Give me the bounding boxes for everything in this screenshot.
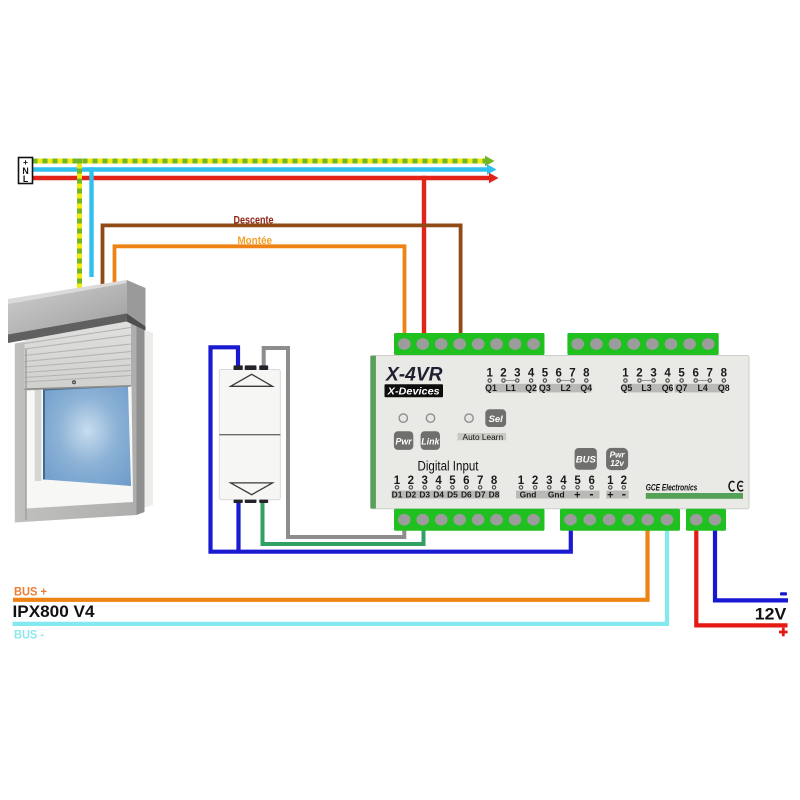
svg-text:D4: D4 — [433, 489, 444, 499]
svg-text:BUS +: BUS + — [14, 586, 47, 598]
svg-text:1: 1 — [607, 475, 614, 487]
svg-text:D5: D5 — [447, 489, 458, 499]
svg-text:2: 2 — [636, 368, 642, 380]
svg-text:4: 4 — [435, 475, 442, 487]
svg-text:2: 2 — [408, 475, 414, 487]
svg-text:Pwr: Pwr — [396, 437, 413, 447]
svg-text:4: 4 — [528, 368, 535, 380]
svg-text:L2: L2 — [560, 383, 570, 393]
svg-text:1: 1 — [394, 475, 401, 487]
svg-text:8: 8 — [491, 475, 498, 487]
svg-text:Q5: Q5 — [621, 383, 633, 393]
svg-text:Q7: Q7 — [676, 383, 688, 393]
svg-text:+: + — [607, 489, 613, 501]
svg-text:Gnd: Gnd — [520, 489, 537, 499]
svg-text:6: 6 — [588, 475, 594, 487]
svg-text:5: 5 — [678, 368, 685, 380]
svg-text:Gnd: Gnd — [548, 489, 565, 499]
svg-text:12V: 12V — [755, 606, 787, 624]
svg-text:7: 7 — [569, 368, 575, 380]
svg-text:BUS -: BUS - — [14, 629, 44, 641]
svg-text:5: 5 — [574, 475, 581, 487]
svg-text:Montée: Montée — [237, 235, 272, 247]
svg-text:D2: D2 — [406, 489, 417, 499]
svg-text:Q3: Q3 — [539, 383, 551, 393]
svg-text:1: 1 — [486, 368, 493, 380]
svg-text:6: 6 — [555, 368, 561, 380]
svg-text:N: N — [22, 166, 28, 176]
svg-text:Digital Input: Digital Input — [418, 458, 479, 473]
svg-text:-: - — [622, 487, 626, 501]
svg-text:L4: L4 — [698, 383, 708, 393]
svg-text:1: 1 — [518, 475, 525, 487]
svg-text:2: 2 — [532, 475, 538, 487]
svg-text:D1: D1 — [392, 489, 403, 499]
svg-text:Q6: Q6 — [662, 383, 674, 393]
svg-text:BUS: BUS — [576, 455, 597, 466]
svg-text:5: 5 — [542, 368, 549, 380]
svg-text:3: 3 — [650, 368, 656, 380]
svg-text:7: 7 — [477, 475, 483, 487]
svg-text:+: + — [23, 157, 28, 167]
svg-text:3: 3 — [514, 368, 520, 380]
svg-text:Q1: Q1 — [485, 383, 497, 393]
svg-text:4: 4 — [664, 368, 671, 380]
svg-text:6: 6 — [692, 368, 698, 380]
svg-text:4: 4 — [560, 475, 567, 487]
svg-text:-: - — [589, 487, 593, 501]
svg-text:IPX800 V4: IPX800 V4 — [13, 602, 96, 621]
svg-text:8: 8 — [583, 368, 590, 380]
svg-text:X-Devices: X-Devices — [387, 386, 441, 397]
svg-text:2: 2 — [500, 368, 506, 380]
svg-text:D3: D3 — [419, 489, 430, 499]
svg-text:Descente: Descente — [234, 215, 274, 227]
svg-text:Auto Learn: Auto Learn — [463, 432, 504, 442]
svg-text:D8: D8 — [489, 489, 500, 499]
svg-text:L3: L3 — [641, 383, 651, 393]
svg-text:Q4: Q4 — [580, 383, 592, 393]
svg-text:L1: L1 — [506, 383, 516, 393]
svg-text:+: + — [574, 489, 580, 501]
svg-text:X-4VR: X-4VR — [385, 364, 442, 386]
svg-text:Q8: Q8 — [718, 383, 730, 393]
svg-text:L: L — [23, 174, 29, 184]
svg-text:Q2: Q2 — [525, 383, 537, 393]
svg-text:D6: D6 — [461, 489, 472, 499]
svg-text:GCE Electronics: GCE Electronics — [646, 482, 698, 492]
svg-text:3: 3 — [422, 475, 428, 487]
svg-text:7: 7 — [707, 368, 713, 380]
svg-text:5: 5 — [449, 475, 456, 487]
svg-text:12v: 12v — [610, 459, 624, 468]
svg-text:3: 3 — [546, 475, 552, 487]
svg-text:D7: D7 — [475, 489, 486, 499]
svg-text:Sel: Sel — [489, 414, 504, 425]
svg-text:6: 6 — [463, 475, 469, 487]
svg-text:2: 2 — [621, 475, 627, 487]
svg-text:Link: Link — [421, 437, 440, 447]
svg-text:1: 1 — [622, 368, 629, 380]
svg-text:Pwr: Pwr — [610, 451, 626, 460]
svg-text:8: 8 — [721, 368, 728, 380]
